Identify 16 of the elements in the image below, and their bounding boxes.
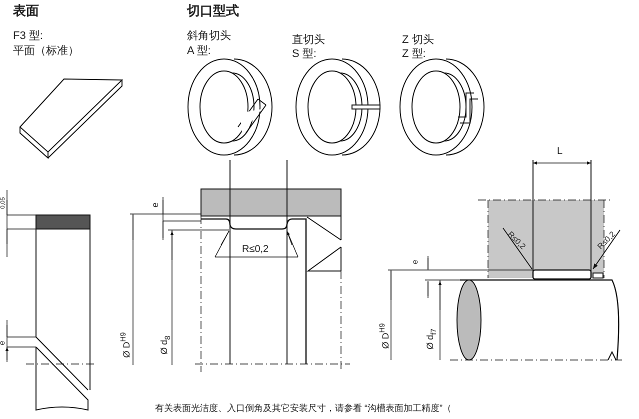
dimension-label: e bbox=[0, 340, 8, 346]
type-label: 斜角切头 bbox=[187, 30, 231, 42]
dimension-label: L bbox=[557, 146, 563, 157]
type-label: 直切头 bbox=[292, 34, 325, 46]
section-heading: 切口型式 bbox=[187, 4, 239, 18]
type-label: 平面（标准） bbox=[13, 45, 79, 58]
type-label: F3 型: bbox=[13, 30, 43, 42]
dimension-label: e bbox=[412, 260, 420, 264]
note-text: 有关表面光洁度、入口倒角及其它安装尺寸，请参看 “沟槽表面加工精度”（ bbox=[155, 404, 452, 414]
type-label: Z 型: bbox=[402, 48, 426, 60]
type-label: Z 切头 bbox=[402, 34, 434, 46]
type-label: S 型: bbox=[292, 48, 316, 60]
dimension-label: e bbox=[151, 202, 161, 208]
section-heading: 表面 bbox=[13, 4, 39, 18]
type-label: A 型: bbox=[187, 45, 211, 58]
radius-label: R≤0,2 bbox=[242, 244, 269, 255]
